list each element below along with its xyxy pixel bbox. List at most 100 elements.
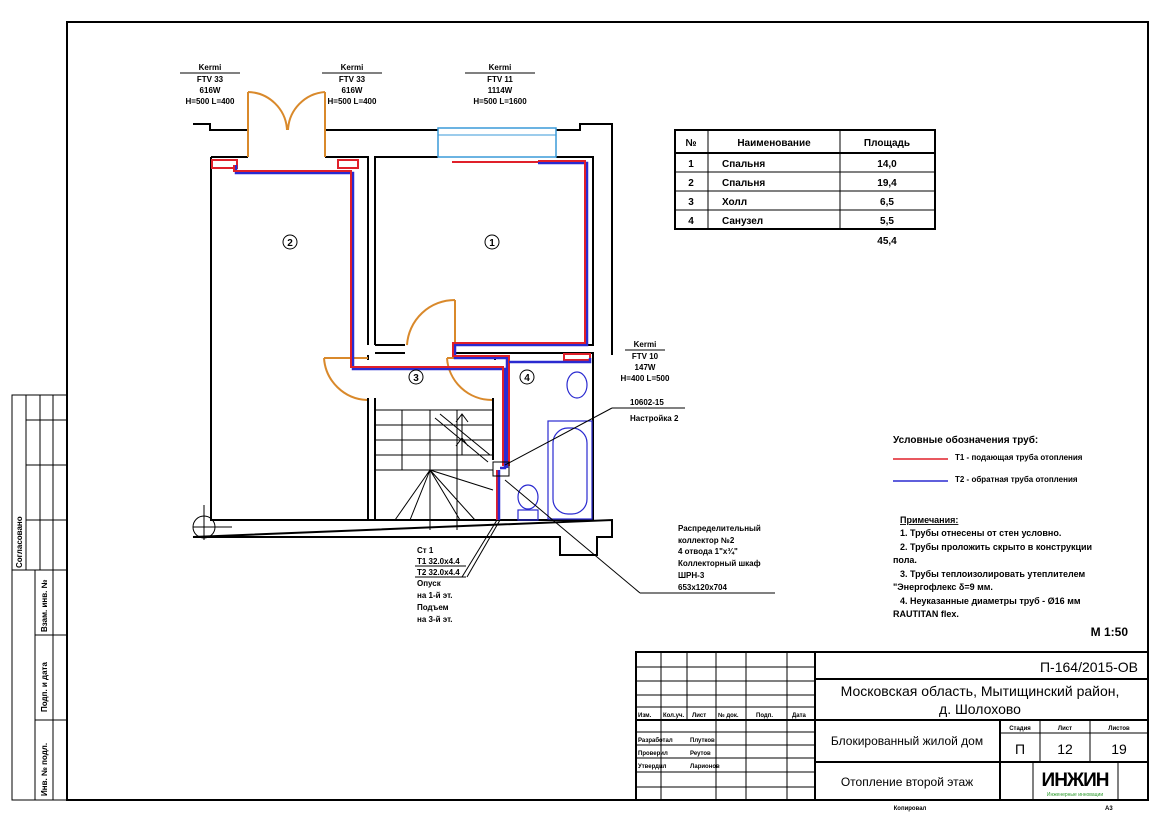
role: Утвердил [638, 764, 667, 770]
note: 4. Неуказанные диаметры труб - Ø16 мм [900, 596, 1081, 606]
company-logo: ИНЖИН Инженерные инновации [1042, 770, 1110, 798]
col-header: Дата [792, 713, 807, 719]
format-label: А3 [1105, 806, 1113, 812]
agreed-label: Согласовано [15, 516, 24, 568]
notes: Примечания: 1. Трубы отнесены от стен ус… [893, 515, 1092, 619]
address-line-1: Московская область, Мытищинский район, [841, 683, 1120, 699]
col-header: Лист [692, 713, 706, 719]
collector-line: Коллекторный шкаф [678, 559, 761, 568]
stage-value: П [1015, 741, 1025, 757]
note: пола. [893, 555, 917, 565]
heating-pipes [233, 160, 592, 520]
note: "Энергофлекс δ=9 мм. [893, 582, 993, 592]
title-block: Изм. Кол.уч. Лист № док. Подп. Дата Разр… [635, 651, 1149, 812]
note: RAUTITAN flex. [893, 609, 959, 619]
legend-t2: Т2 - обратная труба отопления [955, 475, 1078, 484]
floor-plan-walls [192, 123, 613, 556]
radiator-brand: Kermi [199, 63, 222, 72]
leader-lines [180, 72, 775, 594]
valve-code: 10602-15 [630, 398, 664, 407]
riser-line: Опуск [417, 579, 442, 588]
table-cell: 3 [688, 197, 694, 208]
table-cell: 2 [688, 178, 694, 189]
role: Разработал [638, 737, 673, 744]
person: Плутков [690, 738, 715, 744]
role: Проверил [638, 751, 668, 757]
table-cell: Холл [722, 197, 747, 208]
scale-label: М 1:50 [1091, 625, 1129, 639]
room-number: 2 [287, 238, 293, 249]
radiator-size: H=500 L=1600 [473, 97, 527, 106]
radiator-model: FTV 10 [632, 352, 659, 361]
radiator-size: H=500 L=400 [328, 97, 377, 106]
sign-date-label: Подп. и дата [40, 662, 49, 712]
stage-label: Стадия [1009, 726, 1031, 732]
room-markers: 2 1 3 4 [282, 234, 535, 385]
note: 1. Трубы отнесены от стен условно. [900, 528, 1061, 538]
room-number: 4 [524, 373, 530, 384]
riser-line: на 1-й эт. [417, 591, 453, 600]
table-cell: Санузел [722, 216, 763, 227]
copied-label: Копировал [894, 806, 927, 812]
collector-line: Распределительный [678, 524, 761, 533]
riser-line: Подъем [417, 603, 449, 612]
legend-t1: Т1 - подающая труба отопления [955, 453, 1083, 462]
room-number: 1 [489, 238, 495, 249]
radiator-brand: Kermi [489, 63, 512, 72]
sink-icon [566, 371, 588, 399]
side-stamp: Согласовано Взам. инв. № Подп. и дата Ин… [11, 394, 68, 801]
table-header: Площадь [864, 138, 910, 149]
sheets-value: 19 [1111, 741, 1127, 757]
table-header: № [685, 138, 696, 149]
table-cell: 4 [688, 216, 694, 227]
radiator-model: FTV 33 [197, 75, 224, 84]
table-cell: Спальня [722, 159, 765, 170]
collector-line: 4 отвода 1"х¾" [678, 547, 738, 556]
table-cell: 1 [688, 159, 694, 170]
collector-line: ШРН-3 [678, 571, 705, 580]
riser-line: Т2 32.0x4.4 [417, 568, 460, 577]
legend-title: Условные обозначения труб: [893, 434, 1038, 446]
radiator-power: 616W [342, 86, 363, 95]
radiator-brand: Kermi [634, 340, 657, 349]
note: 2. Трубы проложить скрыто в конструкции [900, 542, 1092, 552]
table-total: 45,4 [877, 236, 897, 247]
valve-setting: Настройка 2 [630, 414, 679, 423]
bathtub-icon [547, 420, 593, 520]
inv-replace-label: Взам. инв. № [40, 579, 49, 632]
logo-text: ИНЖИН [1042, 770, 1109, 791]
radiator-size: H=500 L=400 [186, 97, 235, 106]
sheet-label: Лист [1058, 726, 1072, 732]
address-line-2: д. Шолохово [939, 701, 1021, 717]
inv-orig-label: Инв. № подл. [40, 743, 49, 796]
table-header: Наименование [737, 138, 811, 149]
sheet-title: Отопление второй этаж [841, 775, 973, 789]
riser-line: Т1 32.0x4.4 [417, 557, 460, 566]
table-cell: 19,4 [877, 178, 897, 189]
radiator-brand: Kermi [341, 63, 364, 72]
bathroom-fixtures [517, 371, 593, 521]
radiator-power: 1114W [488, 86, 513, 95]
table-cell: 5,5 [880, 216, 894, 227]
window [437, 127, 557, 158]
table-cell: 6,5 [880, 197, 894, 208]
person: Ларионов [690, 764, 720, 770]
radiator-model: FTV 11 [487, 75, 513, 84]
staircase [375, 409, 494, 530]
radiator-power: 616W [200, 86, 221, 95]
radiator-labels: Kermi FTV 33 616W H=500 L=400 Kermi FTV … [186, 63, 670, 383]
radiator-model: FTV 33 [339, 75, 366, 84]
collector-label: Распределительный коллектор №2 4 отвода … [678, 524, 761, 592]
toilet-icon [517, 484, 539, 510]
collector-icon [492, 461, 510, 477]
sheet-value: 12 [1057, 741, 1073, 757]
col-header: Изм. [638, 713, 652, 719]
room-number: 3 [413, 373, 419, 384]
table-cell: 14,0 [877, 159, 897, 170]
col-header: № док. [718, 712, 739, 719]
building-name: Блокированный жилой дом [831, 734, 983, 748]
radiator-power: 147W [635, 363, 656, 372]
sheets-label: Листов [1108, 726, 1130, 732]
table-cell: Спальня [722, 178, 765, 189]
radiators [211, 159, 591, 361]
